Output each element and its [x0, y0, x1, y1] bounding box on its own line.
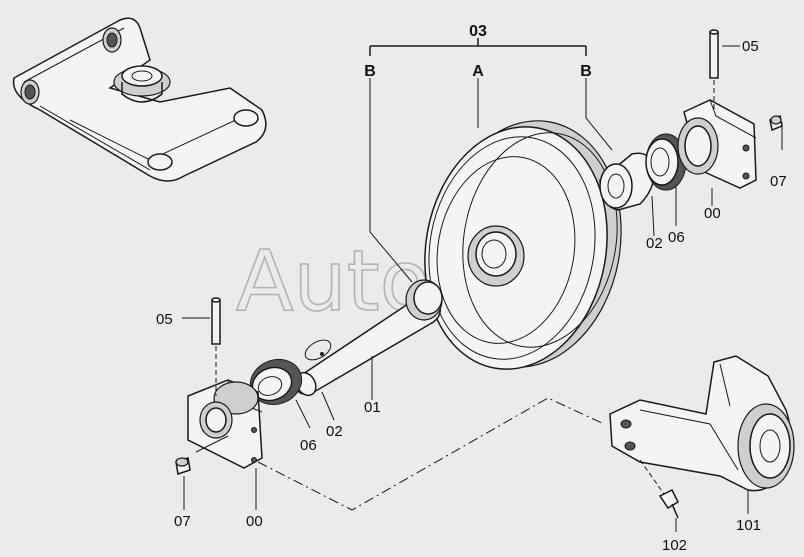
label-02-right: 02 — [646, 235, 663, 252]
label-03: 03 — [469, 23, 487, 40]
right-bracket-illustration — [677, 99, 757, 189]
label-B-left: B — [364, 63, 376, 80]
left-bracket-illustration — [187, 379, 263, 469]
left-screw-illustration — [175, 457, 191, 475]
track-frame-illustration — [12, 17, 267, 182]
right-screw-illustration — [769, 114, 783, 132]
label-07-left: 07 — [174, 513, 191, 530]
mounting-dash-line — [257, 397, 605, 511]
label-02-left: 02 — [326, 423, 343, 440]
bolt-illustration — [639, 459, 679, 519]
label-00-right: 00 — [704, 205, 721, 222]
label-A: A — [472, 63, 484, 80]
left-pin-illustration — [211, 297, 221, 396]
right-seal-illustration — [645, 133, 687, 191]
right-pin-illustration — [709, 29, 719, 110]
label-102: 102 — [662, 537, 687, 554]
right-bushing-illustration — [599, 152, 655, 211]
label-01: 01 — [364, 399, 381, 416]
label-06-left: 06 — [300, 437, 317, 454]
leader-lines — [182, 45, 783, 532]
shaft-illustration — [295, 279, 443, 397]
idler-wheel-illustration — [424, 120, 622, 370]
left-seal-illustration — [249, 358, 303, 406]
label-101: 101 — [736, 517, 761, 534]
label-06-right: 06 — [668, 229, 685, 246]
label-05-left: 05 — [156, 311, 173, 328]
yoke-illustration — [609, 355, 795, 492]
label-B-right: B — [580, 63, 592, 80]
label-05-right: 05 — [742, 38, 759, 55]
assembly-bracket-03 — [369, 38, 613, 283]
label-00-left: 00 — [246, 513, 263, 530]
label-07-right: 07 — [770, 173, 787, 190]
